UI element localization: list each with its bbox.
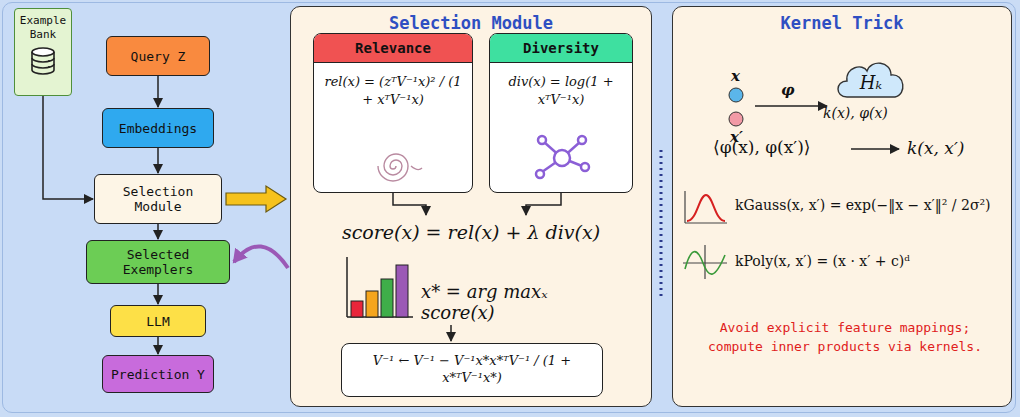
- node-title: Relevance: [314, 34, 472, 63]
- formula-label: ⟨φ(x), φ(x′)⟩: [713, 137, 810, 157]
- formula-label: kGauss(x, x′) = exp(−‖x − x′‖² / 2σ²): [735, 197, 1009, 213]
- formula-label: φ: [781, 81, 795, 99]
- database-icon: [28, 46, 58, 76]
- cloud-node: Hₖ: [833, 55, 909, 101]
- dotted-separator: [660, 150, 663, 300]
- connector: [157, 224, 159, 239]
- node-title: Kernel Trick: [673, 13, 1011, 33]
- panel: Kernel Trick Hₖxx′φk(x), φ(x)⟨φ(x), φ(x′…: [672, 6, 1012, 407]
- database-box: Example Bank: [14, 8, 72, 96]
- thick-arrow: [226, 186, 286, 212]
- node-title: LLM: [142, 312, 173, 331]
- node-title: Prediction Y: [107, 365, 209, 384]
- connector: [157, 337, 159, 354]
- network-icon: [532, 132, 592, 184]
- node-formula: rel(x) = (zᵀV⁻¹x)² / (1 + xᵀV⁻¹x): [314, 63, 472, 112]
- node-title: Hₖ: [860, 64, 882, 93]
- panel: Selection Module Relevancerel(x) = (zᵀV⁻…: [290, 6, 652, 407]
- process-box: Query Z: [106, 36, 210, 76]
- formula-label: Avoid explicit feature mappings; compute…: [689, 319, 1001, 357]
- curved-arrow: [234, 246, 288, 268]
- node-title: V⁻¹ ← V⁻¹ − V⁻¹x*x*ᵀV⁻¹ / (1 + x*ᵀV⁻¹x*): [342, 351, 602, 389]
- connector: [157, 284, 159, 304]
- formula-label: kPoly(x, x′) = (x · x′ + c)ᵈ: [735, 253, 1009, 269]
- process-box: LLM: [110, 305, 206, 337]
- formula-label: k(x, x′): [907, 138, 964, 158]
- node-title: Example Bank: [15, 14, 71, 42]
- node-formula: div(x) = log(1 + xᵀV⁻¹x): [490, 63, 632, 112]
- node-title: Diversity: [490, 34, 632, 63]
- connector: [157, 76, 159, 107]
- node-title: Query Z: [127, 47, 190, 66]
- relevance-box: Relevancerel(x) = (zᵀV⁻¹x)² / (1 + xᵀV⁻¹…: [313, 33, 473, 193]
- node-title: Selection Module: [95, 182, 221, 216]
- formula-label: x* = arg maxₓ score(x): [421, 281, 621, 323]
- diversity-box: Diversitydiv(x) = log(1 + xᵀV⁻¹x): [489, 33, 633, 193]
- node-title: Embeddings: [115, 119, 201, 138]
- connector: [43, 96, 93, 199]
- node-title: Selection Module: [291, 13, 651, 33]
- process-box: Embeddings: [102, 108, 214, 148]
- process-box: Selection Module: [94, 174, 222, 224]
- formula-label: score(x) = rel(x) + λ div(x): [321, 221, 621, 243]
- update-box: V⁻¹ ← V⁻¹ − V⁻¹x*x*ᵀV⁻¹ / (1 + x*ᵀV⁻¹x*): [341, 343, 603, 397]
- process-box: Selected Exemplers: [86, 240, 230, 284]
- connector: [157, 148, 159, 173]
- formula-label: x: [731, 67, 740, 85]
- node-title: Selected Exemplers: [87, 245, 229, 279]
- spiral-icon: [364, 146, 424, 186]
- process-box: Prediction Y: [102, 355, 214, 393]
- formula-label: k(x), φ(x): [823, 105, 888, 121]
